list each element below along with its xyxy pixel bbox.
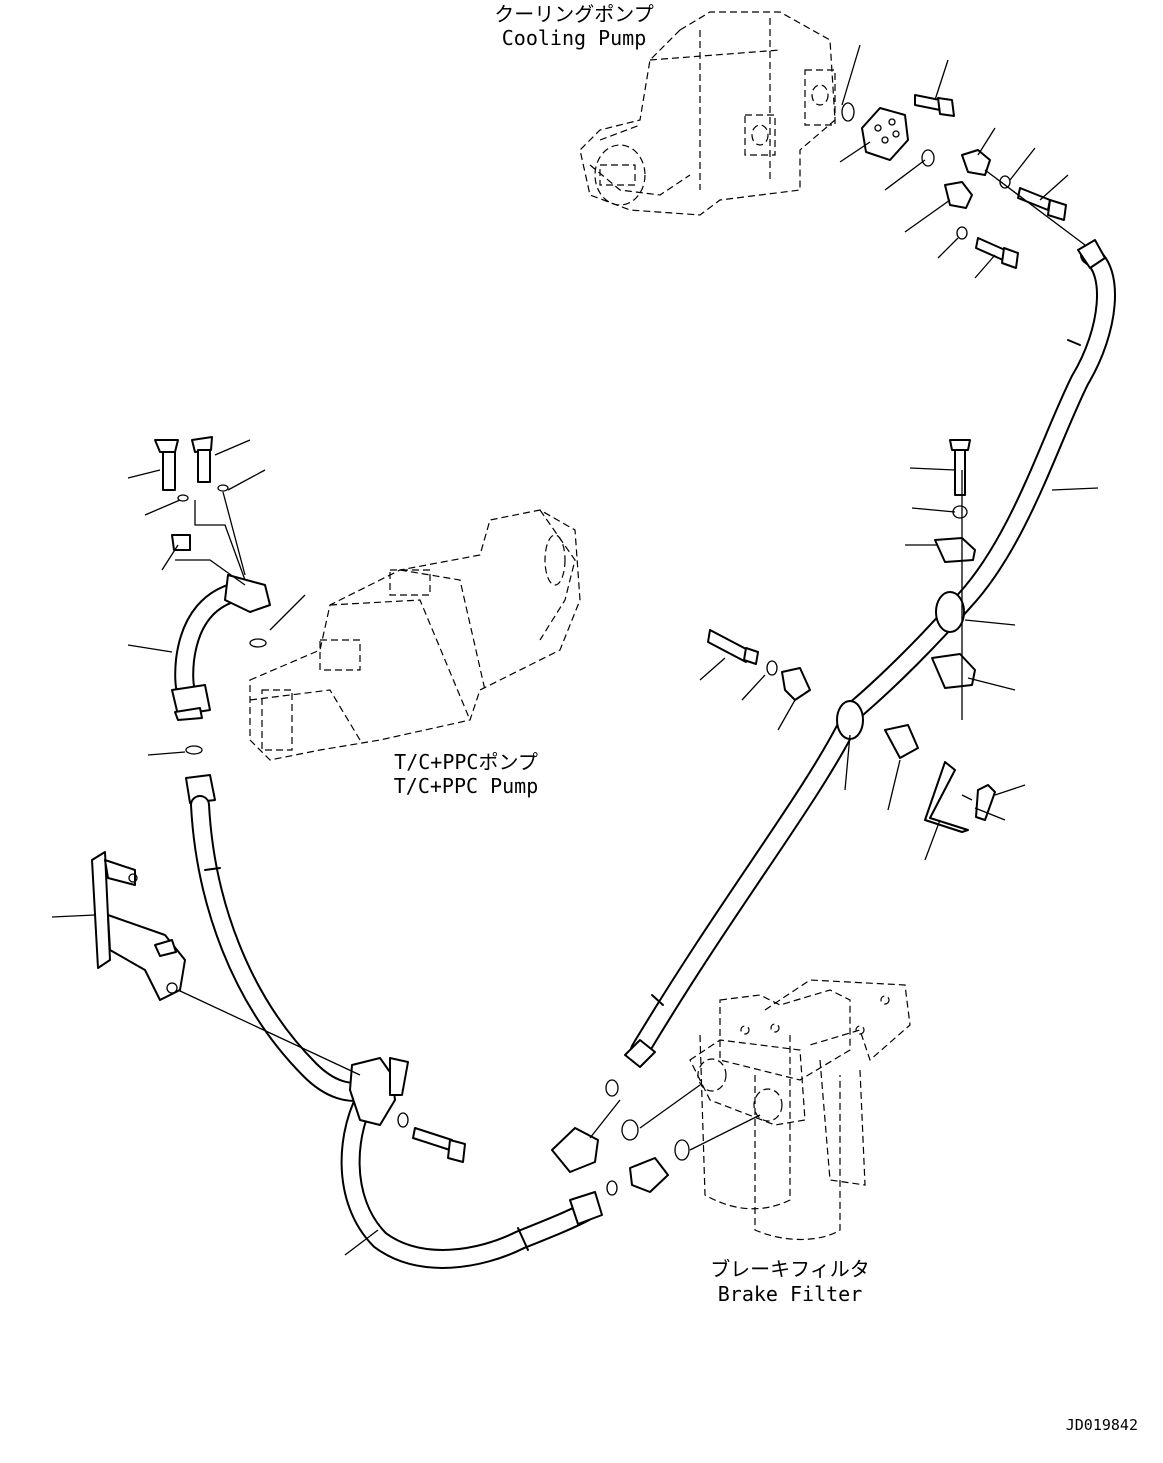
hose-left-lower bbox=[147, 745, 603, 1269]
cooling-pump-label-jp: クーリングポンプ bbox=[494, 2, 653, 26]
hose-right-lower bbox=[624, 710, 860, 1068]
brake-filter-label-jp: ブレーキフィルタ bbox=[710, 1257, 870, 1281]
tc-ppc-pump-label-en: T/C+PPC Pump bbox=[394, 774, 539, 798]
tc-ppc-pump-label-jp: T/C+PPCポンプ bbox=[394, 750, 538, 774]
hose-right-upper bbox=[845, 239, 1116, 720]
hose-left-upper bbox=[127, 436, 306, 721]
brake-filter bbox=[551, 979, 911, 1240]
cooling-pump-label-en: Cooling Pump bbox=[502, 26, 647, 50]
brake-filter-label-en: Brake Filter bbox=[718, 1282, 863, 1306]
tc-ppc-pump bbox=[249, 509, 581, 761]
mounting-bracket bbox=[51, 851, 361, 1076]
hose-clamps-right bbox=[699, 439, 1026, 861]
drawing-code: JD019842 bbox=[1066, 1416, 1138, 1434]
cooling-pump-fittings bbox=[839, 44, 1086, 279]
cooling-pump bbox=[579, 11, 836, 216]
